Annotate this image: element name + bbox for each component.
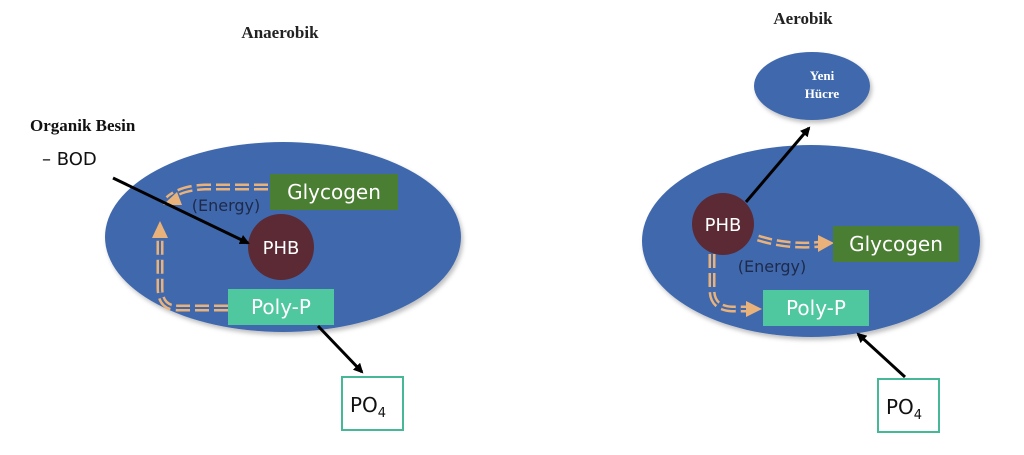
aerobic-polyp-label: Poly-P	[786, 296, 846, 320]
anaerobic-glycogen-label: Glycogen	[287, 180, 381, 204]
anaerobic-phb-label: PHB	[263, 238, 300, 259]
anaerobic-panel: Anaerobik Glycogen (Energy) PHB Poly-P O…	[30, 23, 461, 431]
phb-to-new-cell-arrow	[744, 126, 811, 203]
new-cell-line1: Yeni	[810, 68, 835, 83]
aerobic-energy-label: (Energy)	[738, 257, 807, 276]
aerobic-phb-label: PHB	[705, 215, 742, 236]
anaerobic-energy-loop	[152, 183, 268, 312]
anaerobic-phb-circle	[248, 214, 314, 280]
polyp-to-po4-arrow	[316, 324, 364, 374]
aerobic-polyp-box	[763, 290, 869, 326]
anaerobic-polyp-box	[228, 289, 334, 325]
aerobic-po4-base: PO	[886, 395, 914, 419]
aerobic-po4-sub: 4	[914, 408, 922, 423]
new-cell-ellipse	[754, 52, 870, 120]
anaerobic-po4-sub: 4	[378, 406, 386, 421]
anaerobic-po4-label: PO4	[350, 393, 386, 421]
aerobic-po4-label: PO4	[886, 395, 922, 423]
aerobic-panel: Aerobik Yeni Hücre PHB Glycogen (Energy)…	[642, 9, 980, 433]
aerobic-energy-arrows	[708, 234, 834, 317]
anaerobic-polyp-label: Poly-P	[251, 295, 311, 319]
aerobic-title: Aerobik	[773, 9, 833, 28]
aerobic-cell	[642, 145, 980, 337]
anaerobic-po4-base: PO	[350, 393, 378, 417]
bod-to-phb-arrow	[112, 176, 250, 245]
po4-to-polyp-arrow	[856, 332, 907, 379]
new-cell-line2: Hücre	[805, 86, 840, 101]
anaerobic-po4-box	[341, 376, 404, 431]
aerobic-po4-box	[877, 378, 940, 433]
aerobic-glycogen-label: Glycogen	[849, 232, 943, 256]
anaerobic-glycogen-box	[270, 174, 398, 210]
anaerobic-energy-label: (Energy)	[192, 196, 261, 215]
aerobic-phb-circle	[692, 193, 754, 255]
organic-food-label: Organik Besin	[30, 116, 136, 135]
bod-label: – BOD	[42, 149, 97, 170]
aerobic-glycogen-box	[833, 226, 959, 262]
anaerobic-title: Anaerobik	[241, 23, 319, 42]
